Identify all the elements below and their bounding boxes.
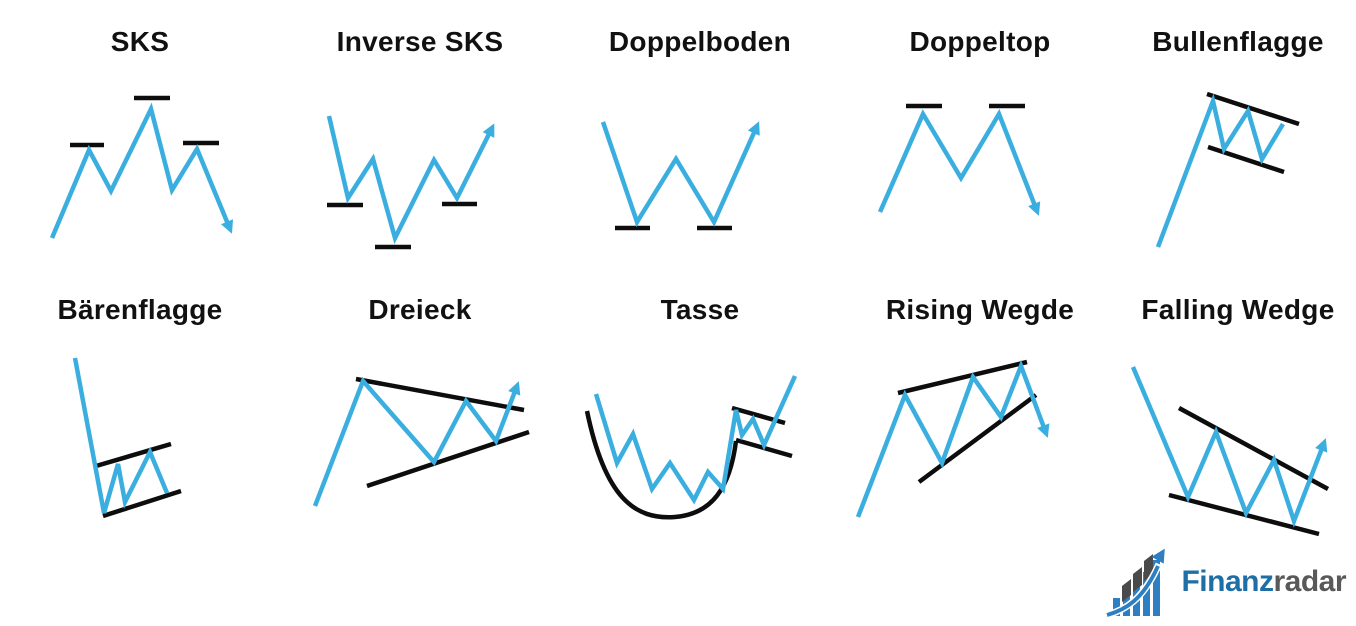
pattern-title-tasse: Tasse <box>660 294 740 325</box>
pattern-title-sks: SKS <box>110 26 170 57</box>
logo-text-primary: Finanz <box>1181 565 1274 598</box>
pattern-title-dreieck: Dreieck <box>368 294 472 325</box>
pattern-title-doppeltop: Doppeltop <box>909 26 1051 57</box>
pattern-drawing-rising-wedge <box>855 359 1050 518</box>
pattern-drawing-inverse-sks <box>326 115 495 250</box>
pattern-drawing-dreieck <box>312 376 530 507</box>
pattern-cell-tasse: Tasse <box>560 282 840 560</box>
pattern-title-rising-wedge: Rising Wegde <box>885 294 1075 325</box>
pattern-title-bullenflagge: Bullenflagge <box>1152 26 1324 57</box>
pattern-drawing-falling-wedge <box>1130 366 1330 537</box>
pattern-cell-sks: SKS <box>0 0 280 278</box>
pattern-title-doppelboden: Doppelboden <box>608 26 792 57</box>
pattern-drawing-doppelboden <box>600 121 760 231</box>
pattern-cell-baerenflagge: Bärenflagge <box>0 282 280 560</box>
pattern-cell-doppeltop: Doppeltop <box>840 0 1120 278</box>
pattern-cell-inverse-sks: Inverse SKS <box>280 0 560 278</box>
pattern-drawing-bullenflagge <box>1155 91 1300 248</box>
pattern-drawing-sks <box>49 95 234 239</box>
pattern-title-falling-wedge: Falling Wedge <box>1141 294 1335 325</box>
pattern-title-baerenflagge: Bärenflagge <box>57 294 223 325</box>
pattern-cell-bullenflagge: Bullenflagge <box>1120 0 1356 278</box>
logo-text-secondary: radar <box>1273 565 1346 598</box>
pattern-cell-doppelboden: Doppelboden <box>560 0 840 278</box>
finanzradar-logo-icon <box>1106 548 1166 618</box>
logo-text: Finanzradar <box>1181 565 1346 599</box>
brand-logo: Finanzradar <box>1105 546 1346 618</box>
pattern-drawing-doppeltop <box>877 103 1041 216</box>
pattern-cell-dreieck: Dreieck <box>280 282 560 560</box>
pattern-drawing-baerenflagge <box>72 357 182 519</box>
pattern-cell-rising-wedge: Rising Wegde <box>840 282 1120 560</box>
pattern-drawing-tasse <box>584 375 798 520</box>
pattern-cell-falling-wedge: Falling Wedge <box>1120 282 1356 560</box>
pattern-title-inverse-sks: Inverse SKS <box>336 26 504 57</box>
